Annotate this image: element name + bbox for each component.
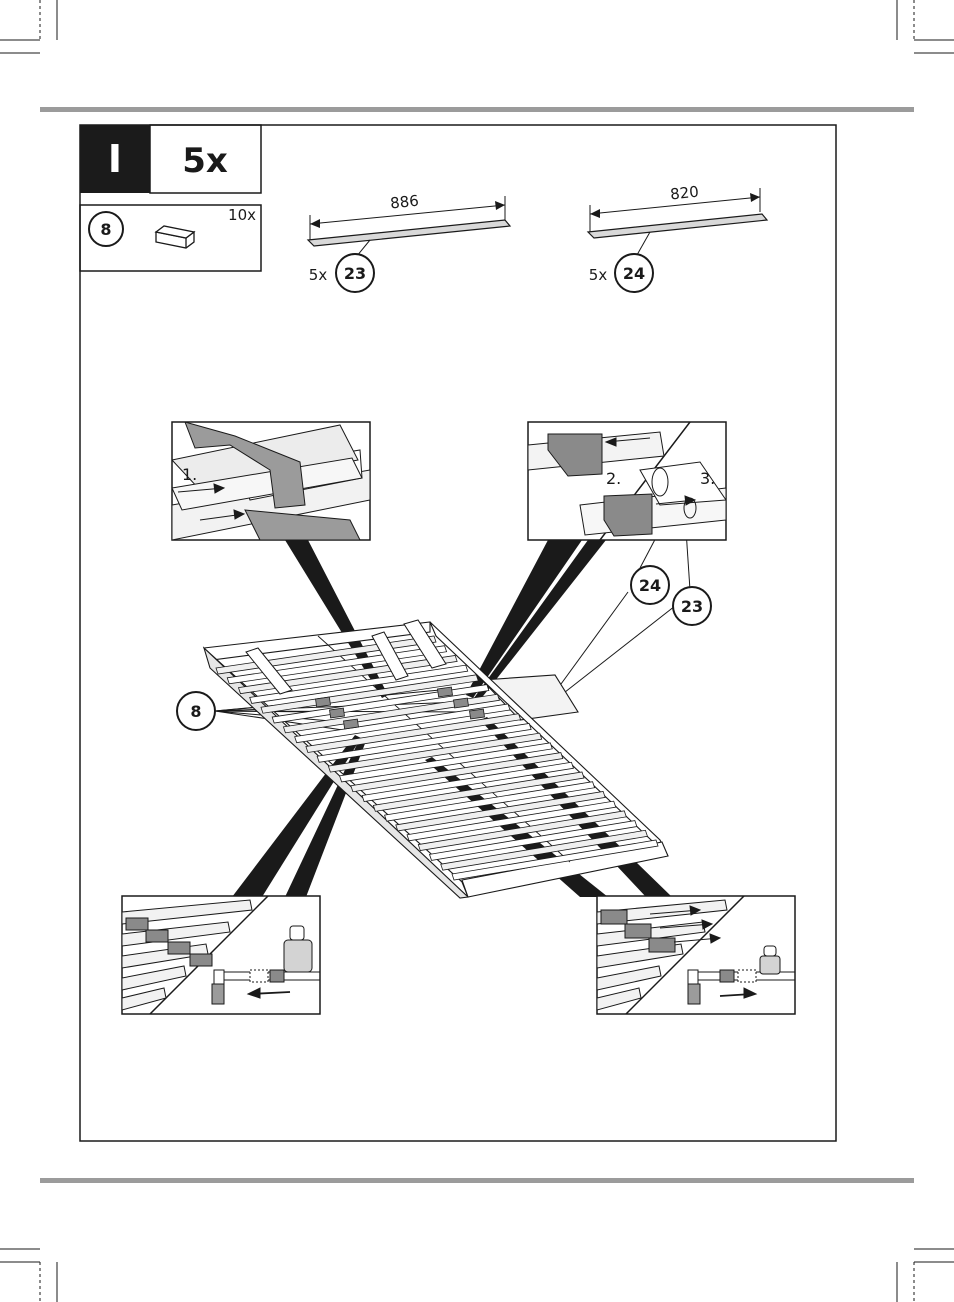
part-8-quantity: 10x (228, 206, 256, 224)
parts-box: 8 10x (79, 204, 262, 272)
bed-slat (339, 742, 553, 783)
bed-slat (316, 722, 532, 763)
slat-24-length: 820 (669, 183, 699, 204)
bed-slat (271, 684, 490, 724)
callout-23-number: 23 (681, 597, 703, 616)
bed-slat (440, 829, 648, 871)
part-8-number: 8 (100, 220, 111, 239)
detail-step3-label: 3. (700, 469, 715, 488)
slat-23-number: 23 (344, 264, 366, 283)
bed-slat (282, 693, 500, 734)
detail-step2-label: 2. (606, 469, 621, 488)
bed-slat (384, 781, 596, 822)
top-band (40, 107, 914, 112)
step-letter: I (108, 137, 122, 181)
step-header: I 5x (80, 124, 262, 194)
head-fittings (245, 619, 447, 695)
bed-slat (428, 820, 638, 861)
callout-24-circle (630, 565, 670, 605)
callout-8-number: 8 (190, 702, 201, 721)
bottom-band (40, 1178, 914, 1183)
bed-clips (315, 686, 485, 730)
bed-slat (260, 674, 479, 714)
callout-23-circle (672, 586, 712, 626)
detail-step1-label: 1. (182, 465, 197, 484)
detail-view-step1: 1. (171, 421, 371, 541)
detail-view-push-right (596, 895, 796, 1015)
slat-23-quantity: 5x (309, 266, 328, 284)
slat-24-circle (614, 253, 654, 293)
main-frame (79, 124, 837, 1142)
repeat-count: 5x (182, 141, 228, 181)
bed-slat (406, 800, 617, 842)
bed-slat (305, 713, 522, 753)
bed-slat (417, 810, 627, 852)
bed-slats (215, 635, 659, 881)
bed-slat (372, 771, 585, 812)
bed-slat (350, 752, 564, 793)
detail-view-push-left (121, 895, 321, 1015)
slat-24-quantity: 5x (589, 266, 608, 284)
callout-8-circle (176, 691, 216, 731)
slat-24: 820 5x 24 (586, 183, 769, 293)
bed-slat (361, 761, 574, 802)
bed-slat (327, 732, 543, 773)
slat-23-circle (335, 253, 375, 293)
detail-view-steps2-3: 2. 3. (527, 421, 727, 541)
slat-24-number: 24 (623, 264, 645, 283)
callout-24-number: 24 (639, 576, 661, 595)
bed-slat (294, 703, 511, 744)
slat-23-length: 886 (389, 192, 419, 213)
clip-icon (154, 225, 196, 249)
bed-slat (395, 790, 606, 832)
slat-23: 886 5x 23 (306, 192, 512, 293)
part-8-circle (88, 211, 124, 247)
bed-slat (451, 839, 659, 881)
